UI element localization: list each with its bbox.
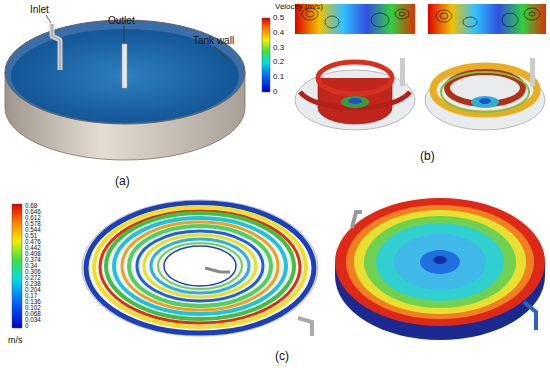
tick-label: 0.4 xyxy=(273,29,284,37)
leader-line xyxy=(124,26,125,42)
axis-title: Velocity (m/s) xyxy=(275,3,323,12)
outlet-pipe xyxy=(122,44,127,88)
tick-label: 0.3 xyxy=(273,44,284,52)
panel-label: (a) xyxy=(115,175,130,188)
cross-section-plot xyxy=(295,4,546,34)
leader-line xyxy=(214,46,228,60)
tick-label: 0.1 xyxy=(273,73,284,81)
tick-label: 0.2 xyxy=(273,58,284,66)
color-bar xyxy=(262,18,270,92)
tank-illustration xyxy=(5,15,245,160)
inlet-pipe xyxy=(52,24,60,70)
panel-label: (c) xyxy=(275,350,289,363)
tick-label: 0.5 xyxy=(273,14,284,22)
flow-surface-plot xyxy=(295,58,545,130)
tick-label: 0 xyxy=(273,88,277,96)
tick-label: 0 xyxy=(25,323,29,329)
part-label: Tank wall xyxy=(193,35,234,46)
unit-label: m/s xyxy=(8,336,23,346)
part-label: Inlet xyxy=(30,4,49,15)
color-bar xyxy=(12,204,22,328)
velocity-disk-plot xyxy=(82,200,318,336)
panel-label: (b) xyxy=(420,150,435,163)
velocity-disk-plot xyxy=(335,198,545,340)
leader-line xyxy=(46,15,51,23)
part-label: Outlet xyxy=(108,15,135,26)
